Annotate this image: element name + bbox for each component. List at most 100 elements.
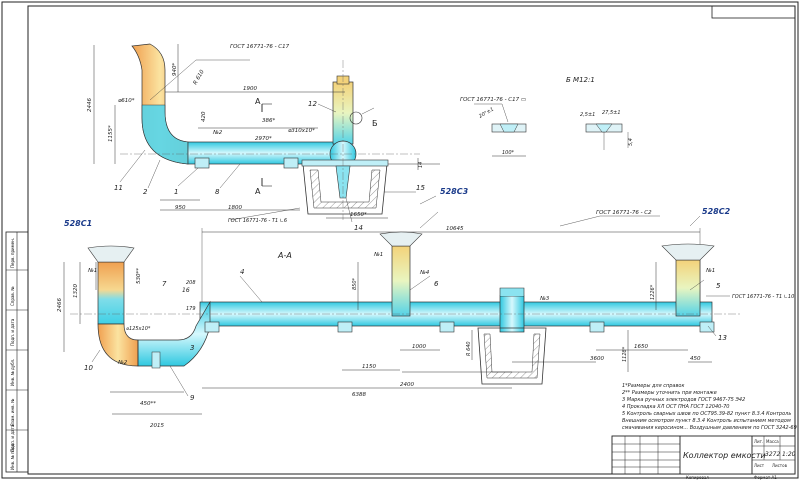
section-dim-2015: 2015 (150, 423, 164, 429)
section-pos-6: 6 (434, 280, 439, 288)
detail-b-angle2: 27,5±1 (602, 110, 621, 116)
section-small-stub (151, 351, 161, 369)
title-format: Формат А1 (754, 475, 777, 480)
section-title: А-А (277, 251, 292, 260)
title-copied: Копировал (686, 475, 709, 480)
section-left-funnel (87, 245, 135, 263)
top-diam-weld: ⌀310x10* (288, 128, 315, 134)
section-flange-1 (204, 321, 220, 333)
section-weld-n4: №4 (419, 270, 430, 276)
section-gost-t1: ГОСТ 16771-76 - Т1 ∟10 (732, 294, 794, 300)
section-weld-n2: №2 (117, 360, 128, 366)
top-flange-2 (283, 157, 299, 169)
section-right-funnel (661, 243, 715, 261)
section-dim-850: 850* (352, 277, 358, 290)
title-mass: Масса (766, 439, 779, 444)
section-dim-2466: 2466 (57, 298, 63, 312)
section-dim-3600: 3600 (590, 356, 604, 362)
section-flange-3 (439, 321, 455, 333)
section-tank (477, 327, 547, 385)
stamp-a: Перв. примен. (10, 238, 15, 268)
section-weld-n1: №1 (87, 268, 97, 274)
section-528c1: 528С1 (64, 219, 92, 228)
section-pos-5: 5 (716, 282, 721, 290)
section-dim-450: 450** (140, 401, 156, 407)
section-mid-vertical (391, 245, 411, 317)
section-dim-179: 179 (186, 306, 196, 312)
section-dim-1150: 1150 (362, 364, 376, 370)
note-5: 5 Контроль сварных швов по ОСТ95.39-82 п… (622, 411, 791, 417)
title-name: Коллектор емкости (683, 451, 766, 460)
top-label-b: Б (372, 119, 378, 128)
note-4: 4 Прокладка ХЛ ОСТ ПНА ГОСТ 12040-70 (622, 404, 729, 410)
title-code: 3272 (765, 451, 780, 458)
top-pos-15: 15 (416, 184, 425, 192)
section-left-lower-pipe (137, 300, 211, 367)
top-pos-2: 2 (143, 188, 148, 196)
stamp-b: Справ. № (10, 287, 15, 306)
top-dim-950: 950 (175, 205, 186, 211)
section-pos-3: 3 (190, 344, 194, 352)
section-pos-13: 13 (718, 334, 727, 342)
section-weld-n1b: №1 (373, 252, 383, 258)
detail-b-side: 5,4 (628, 138, 634, 146)
corner-box (711, 5, 796, 19)
top-dim-14: 14 (418, 162, 424, 168)
section-pos-9: 9 (190, 394, 195, 402)
note-2: 2** Размеры уточнить при монтаже (622, 390, 717, 396)
section-pos-7: 7 (162, 280, 167, 288)
detail-b-angle-left: 20°±1 (478, 106, 495, 119)
section-dim-450b: 450 (690, 356, 701, 362)
top-elbow-cyan (141, 104, 189, 165)
top-dim-1900: 1900 (243, 86, 257, 92)
top-dim-386: 386* (262, 118, 275, 124)
section-dim-2400: 2400 (400, 382, 414, 388)
top-dim-r610: R 610 (193, 69, 206, 86)
top-dim-420: 420 (201, 111, 207, 122)
section-dim-530: 530** (136, 268, 142, 284)
section-dim-1650b: 1650 (634, 344, 648, 350)
section-drain-neck (499, 287, 525, 296)
top-dim-1650: 1650* (350, 212, 367, 218)
section-dim-10645: 10645 (446, 226, 464, 232)
top-dim-940: 940* (172, 63, 178, 76)
section-dim-1226: 1226* (650, 284, 656, 300)
top-528c3: 528С3 (440, 187, 469, 196)
detail-b-gost: ГОСТ 16771-76 - С17 ▭ (460, 97, 526, 103)
title-sheet: Лист (754, 463, 765, 468)
section-dim-1320: 1320 (73, 284, 79, 298)
section-dim-1000: 1000 (412, 344, 426, 350)
top-pos-12: 12 (308, 100, 317, 108)
detail-b-title: Б М12:1 (566, 76, 595, 84)
side-stamp: Перв. примен. Справ. № Подп. и дата Инв.… (5, 231, 29, 473)
detail-b-dim100: 100* (502, 150, 515, 156)
top-pos-8: 8 (215, 188, 220, 196)
section-flange-2 (337, 321, 353, 333)
section-dim-125: ⌀125x10* (126, 326, 151, 332)
section-pos-10: 10 (84, 364, 93, 372)
top-gost-main: ГОСТ 16771-76 - С17 (230, 44, 290, 50)
top-flange-1 (194, 157, 210, 169)
notes-block: 1*Размеры для справок 2** Размеры уточни… (622, 383, 797, 431)
section-pos-16: 16 (182, 287, 190, 294)
top-section-a-top: А (255, 97, 261, 106)
section-pos-4: 4 (240, 268, 244, 276)
top-pos-14: 14 (354, 224, 363, 232)
detail-b-angle1: 2,5±1 (580, 112, 595, 118)
top-section-a-bottom: А (255, 187, 261, 196)
title-lit: Лит. (754, 439, 763, 444)
top-weld-n2: №2 (212, 130, 223, 136)
top-dim-1155: 1155* (108, 125, 114, 142)
section-dim-208: 208 (186, 280, 196, 286)
top-dim-2970: 2970* (255, 136, 272, 142)
top-pos-11: 11 (114, 184, 123, 192)
section-dim-6388: 6388 (352, 392, 366, 398)
detail-b (474, 103, 629, 157)
section-weld-n3: №3 (539, 296, 550, 302)
stamp-d: Инв. № дубл. (10, 359, 15, 386)
top-tank-hatch (309, 169, 381, 209)
stamp-e: Взам. инв. № (10, 399, 15, 426)
section-flange-5 (699, 321, 715, 333)
